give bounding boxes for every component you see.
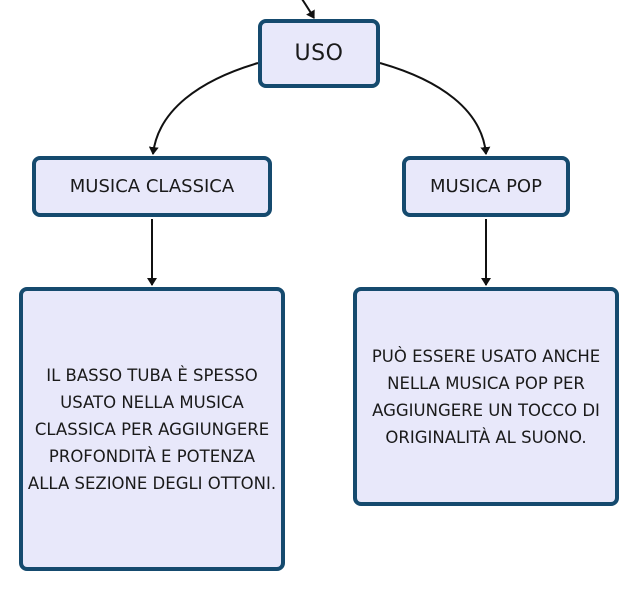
connector-uso-to-musica-pop [379,62,491,155]
connector-uso-to-musica-classica [148,62,259,155]
node-descrizione-classica-text: IL BASSO TUBA È SPESSO USATO NELLA MUSIC… [27,365,277,493]
node-musica-pop-label: MUSICA POP [430,176,542,197]
node-uso-label: USO [294,41,344,66]
node-descrizione-classica: IL BASSO TUBA È SPESSO USATO NELLA MUSIC… [19,287,285,571]
node-musica-classica-label: MUSICA CLASSICA [69,176,235,197]
node-descrizione-pop-text: PUÒ ESSERE USATO ANCHE NELLA MUSICA POP … [371,346,601,447]
connector-incoming-to-uso [301,0,315,19]
node-descrizione-pop: PUÒ ESSERE USATO ANCHE NELLA MUSICA POP … [353,287,619,506]
node-musica-pop: MUSICA POP [402,156,570,217]
node-musica-classica: MUSICA CLASSICA [32,156,272,217]
node-uso: USO [258,19,380,88]
